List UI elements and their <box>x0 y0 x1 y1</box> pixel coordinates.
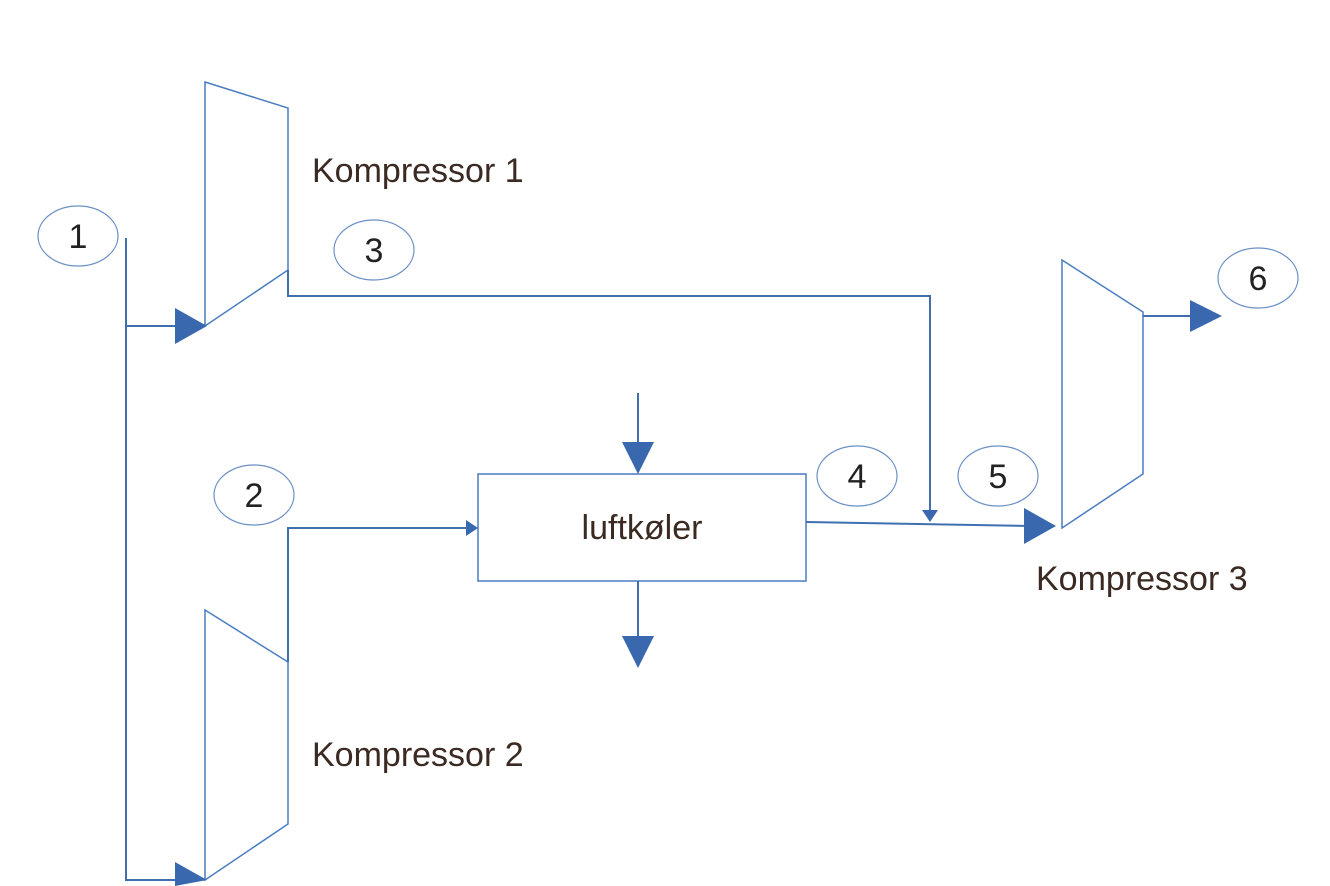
state-5-marker: 5 <box>957 445 1039 507</box>
state-6-label: 6 <box>1249 260 1268 298</box>
compressor-1-shape <box>204 80 289 328</box>
state-2-marker: 2 <box>213 464 295 526</box>
stream-3-line <box>287 270 931 512</box>
compressor-2-label: Kompressor 2 <box>312 736 524 774</box>
stream-1-line <box>125 238 185 881</box>
arrow-into-compressor-2 <box>175 862 207 886</box>
state-4-label: 4 <box>848 458 867 496</box>
state-4-marker: 4 <box>816 445 898 507</box>
stream-4-5-line <box>805 521 1031 527</box>
arrow-into-compressor-3 <box>1024 508 1056 544</box>
compressor-2-shape <box>204 608 289 882</box>
arrow-into-compressor-1 <box>175 308 207 344</box>
stream-2-line <box>287 527 470 662</box>
state-2-label: 2 <box>245 477 264 515</box>
compressor-3-shape <box>1061 258 1144 530</box>
air-cooler-label: luftkøler <box>582 509 703 547</box>
state-1-label: 1 <box>69 218 88 256</box>
coolant-in-arrow <box>622 442 654 474</box>
arrow-stream-3-down <box>922 510 938 522</box>
compressor-1-label: Kompressor 1 <box>312 152 524 190</box>
state-1-marker: 1 <box>37 205 119 267</box>
state-3-label: 3 <box>365 232 384 270</box>
coolant-out-arrow <box>622 636 654 668</box>
compressor-3-label: Kompressor 3 <box>1036 560 1248 598</box>
state-3-marker: 3 <box>333 219 415 281</box>
arrow-stream-6-out <box>1190 300 1222 332</box>
air-cooler-box <box>477 473 807 582</box>
state-6-marker: 6 <box>1217 247 1299 309</box>
arrow-into-cooler <box>466 520 478 536</box>
state-5-label: 5 <box>989 458 1008 496</box>
